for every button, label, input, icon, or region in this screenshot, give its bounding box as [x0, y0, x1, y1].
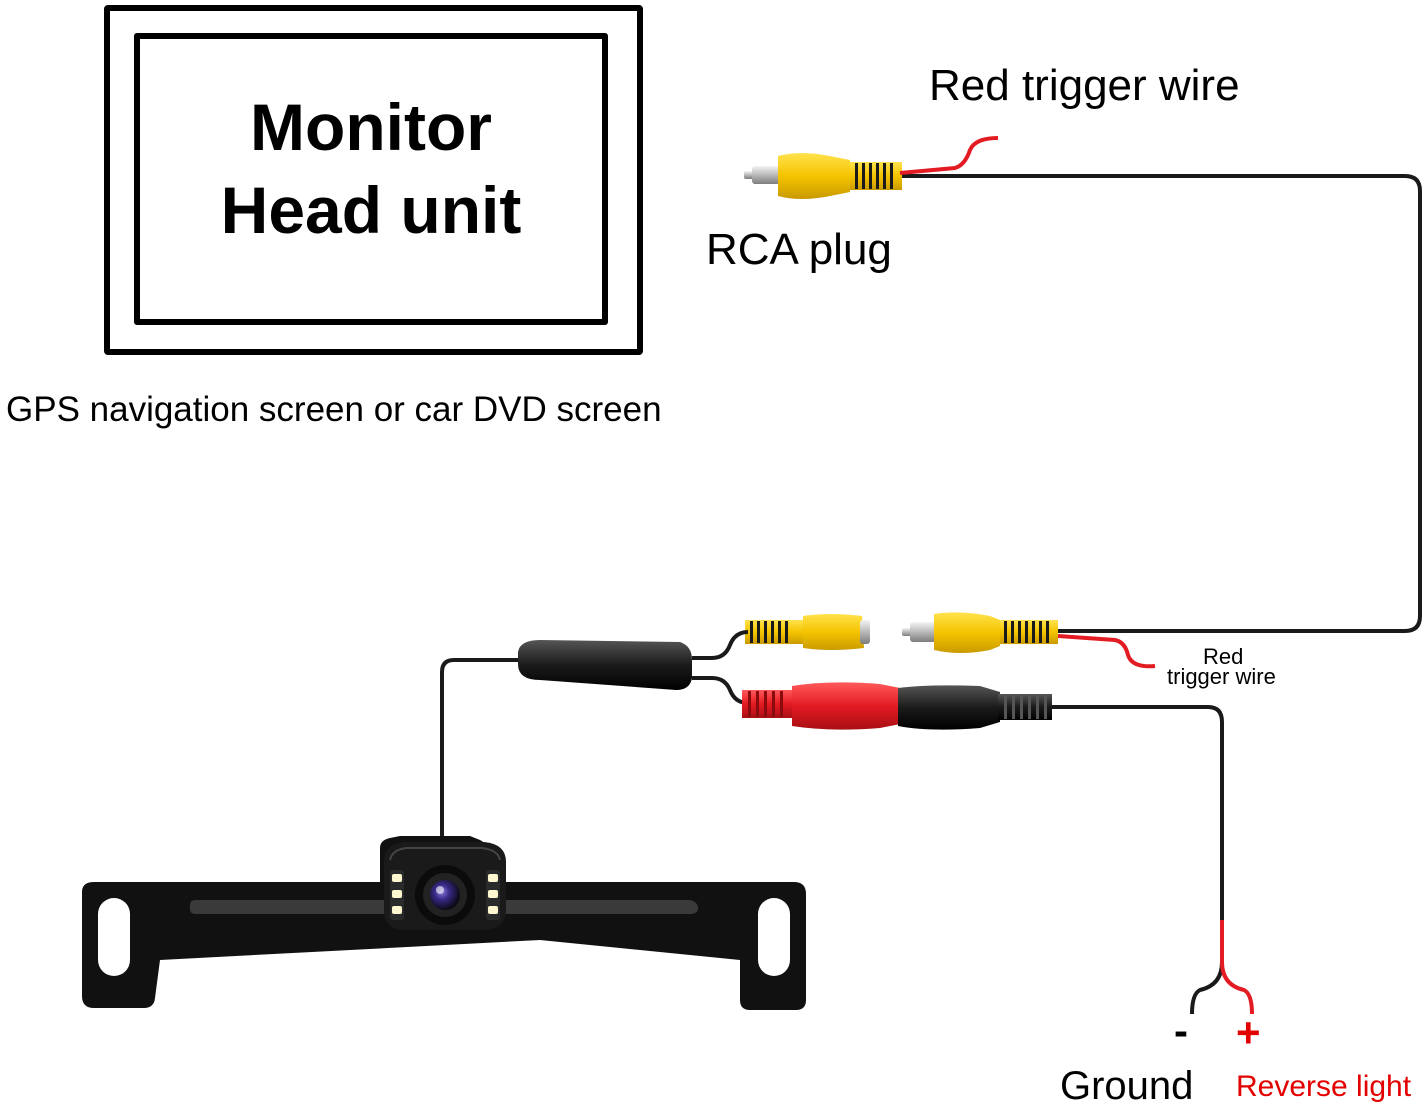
red-trigger-small-label-line2: trigger wire: [1167, 664, 1276, 689]
red-trigger-wire-small: [1057, 634, 1156, 669]
rca-female-connector: [745, 614, 870, 650]
power-branch-cable: [692, 676, 749, 705]
monitor-caption: GPS navigation screen or car DVD screen: [6, 390, 662, 429]
camera-head: [384, 836, 506, 930]
head-unit-title: Head unit: [220, 173, 522, 247]
ground-label: Ground: [1060, 1064, 1194, 1108]
monitor-inner-frame: [134, 33, 608, 325]
power-connector-black: [898, 685, 1052, 730]
ground-wire: [1190, 961, 1224, 1015]
power-connector-red: [742, 682, 900, 730]
rca-plug-label: RCA plug: [706, 225, 892, 274]
red-trigger-wire-top: [899, 136, 999, 175]
red-trigger-wire-label: Red trigger wire: [929, 61, 1240, 110]
monitor-outer-frame: [104, 5, 643, 355]
reverse-wire: [1220, 961, 1254, 1015]
rca-male-connector: [902, 612, 1058, 653]
monitor-title: Monitor: [250, 90, 492, 164]
power-cable: [1052, 705, 1224, 920]
red-trigger-small-label-line1: Red: [1203, 644, 1244, 669]
main-video-cable: [900, 174, 1422, 633]
plus-sign: +: [1236, 1009, 1261, 1056]
video-branch-cable: [692, 630, 749, 660]
reverse-light-label: Reverse light: [1236, 1070, 1412, 1103]
rca-plug-top: [744, 153, 902, 199]
minus-sign: -: [1174, 1007, 1188, 1054]
cable-splitter: [518, 640, 692, 690]
camera-cable: [440, 658, 520, 840]
